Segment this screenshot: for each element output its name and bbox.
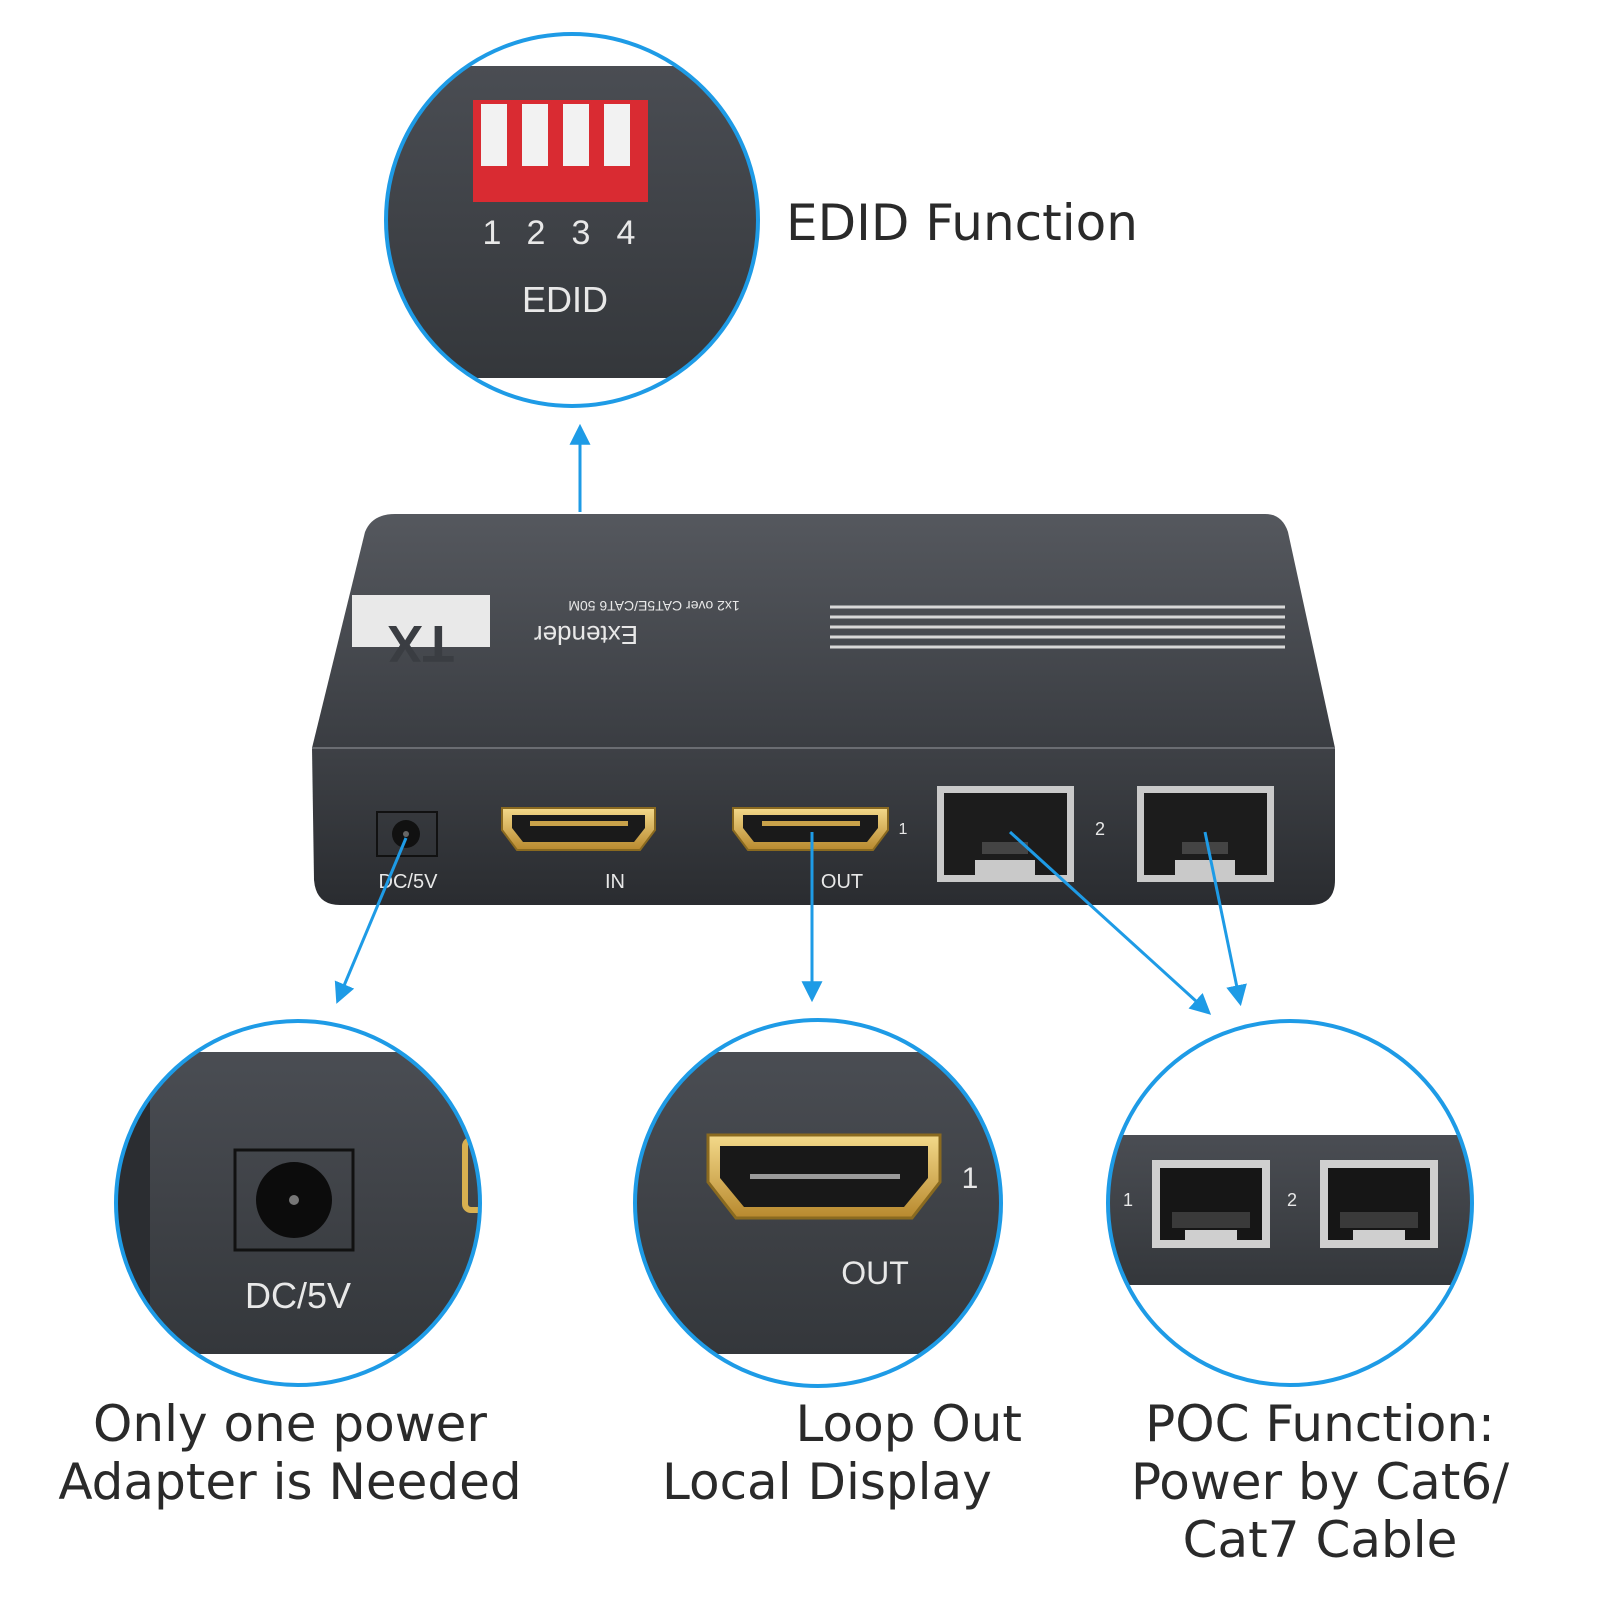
rj45-zoom-port-1 bbox=[1152, 1160, 1270, 1248]
callout-arrows bbox=[334, 423, 1247, 1015]
caption-poc-line-2: Power by Cat6/ bbox=[1130, 1453, 1510, 1511]
dc-zoom-circle: DC/5V bbox=[116, 1021, 480, 1385]
edid-label: EDID bbox=[522, 279, 608, 320]
svg-text:2: 2 bbox=[527, 214, 546, 252]
device-model-text: 1x2 over CAT5E/CAT6 50M bbox=[568, 598, 739, 614]
svg-text:1: 1 bbox=[483, 214, 502, 252]
device-top-surface bbox=[312, 514, 1335, 748]
decorative-stripes bbox=[830, 605, 1285, 649]
port-label-in: IN bbox=[605, 871, 625, 893]
tx-badge bbox=[352, 595, 490, 647]
rj45-zoom-number-2: 2 bbox=[1287, 1190, 1297, 1210]
hdmi-out-zoom-circle: 1 OUT bbox=[635, 1020, 1001, 1386]
port-number-rj45-2-label: 2 bbox=[1095, 819, 1105, 839]
port-label-dc: DC/5V bbox=[379, 871, 439, 893]
dc-jack-frame bbox=[376, 811, 438, 857]
device-name-text: Extender bbox=[534, 620, 638, 650]
dc-zoom-label: DC/5V bbox=[245, 1275, 351, 1316]
caption-edid-text: EDID Function bbox=[786, 194, 1138, 252]
caption-edid: EDID Function bbox=[786, 194, 1138, 252]
poc-zoom-circle: 1 2 bbox=[1108, 1021, 1472, 1385]
caption-loop-line-1: Loop Out bbox=[795, 1395, 1022, 1453]
tx-badge-text: TX bbox=[387, 614, 454, 672]
caption-loop: Loop Out Local Display bbox=[662, 1395, 1022, 1511]
dc-jack-zoom-frame bbox=[233, 1148, 355, 1252]
port-label-out: OUT bbox=[821, 871, 863, 893]
svg-text:3: 3 bbox=[572, 214, 591, 252]
caption-loop-line-2: Local Display bbox=[662, 1453, 992, 1511]
hdmi-out-zoom-number: 1 bbox=[962, 1162, 979, 1195]
extender-device: TX Extender 1x2 over CAT5E/CAT6 50M DC/5… bbox=[312, 514, 1335, 905]
port-number-out: 1 bbox=[899, 821, 908, 838]
rj45-port-1 bbox=[937, 786, 1074, 882]
caption-poc-line-3: Cat7 Cable bbox=[1182, 1511, 1458, 1569]
rj45-zoom-port-2 bbox=[1320, 1160, 1438, 1248]
caption-power-line-1: Only one power bbox=[93, 1395, 487, 1453]
dip-numbers: 1 2 3 4 bbox=[483, 214, 636, 252]
arrow-to-poc-2 bbox=[1203, 831, 1247, 1007]
caption-power: Only one power Adapter is Needed bbox=[40, 1395, 540, 1511]
edid-zoom-circle: 1 2 3 4 EDID bbox=[386, 34, 758, 406]
arrow-to-dc bbox=[334, 837, 408, 1004]
caption-poc-line-1: POC Function: bbox=[1145, 1395, 1495, 1453]
arrow-to-poc-1 bbox=[1008, 830, 1212, 1015]
rj45-zoom-number-1: 1 bbox=[1123, 1190, 1133, 1210]
hdmi-out-zoom-label: OUT bbox=[841, 1255, 909, 1291]
svg-text:4: 4 bbox=[617, 214, 636, 252]
caption-power-line-2: Adapter is Needed bbox=[58, 1453, 522, 1511]
dip-switch-levers bbox=[481, 104, 630, 166]
caption-poc: POC Function: Power by Cat6/ Cat7 Cable bbox=[1110, 1395, 1530, 1569]
